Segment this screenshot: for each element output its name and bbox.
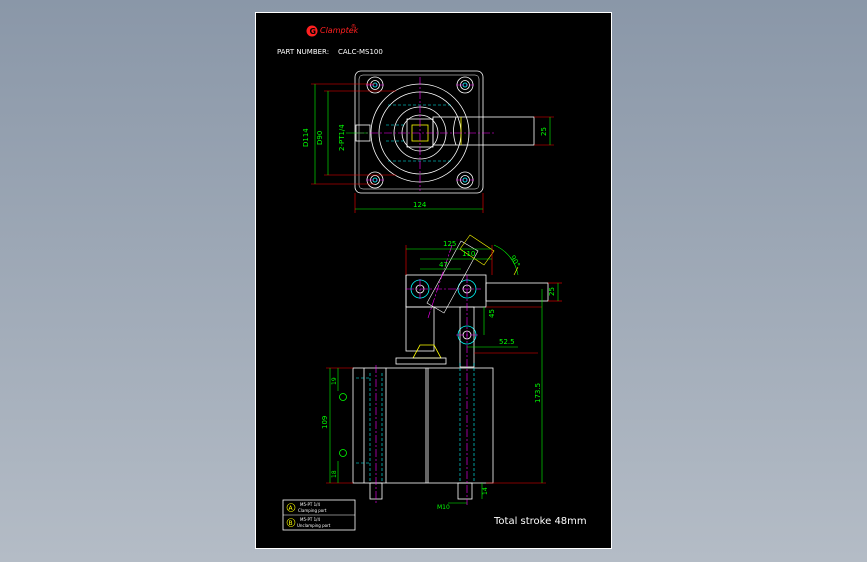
part-number-label: PART NUMBER:	[277, 48, 329, 56]
dim-d90: D90	[316, 131, 324, 145]
svg-text:Clamping port: Clamping port	[298, 508, 327, 513]
svg-text:A: A	[289, 505, 294, 512]
dim-m10: M10	[437, 504, 450, 511]
top-view	[354, 70, 535, 194]
port-legend: A M5-PT 1/4 Clamping port B M5-PT 1/4 Un…	[282, 499, 356, 531]
legend-item-a: A M5-PT 1/4 Clamping port	[286, 502, 327, 513]
drawing-sheet: G Clamptek ® PART NUMBER: CALC-MS100	[255, 12, 612, 549]
dim-angle-90: 90°	[508, 254, 521, 269]
brand-logo: G Clamptek ®	[306, 23, 359, 37]
dim-110: 110	[462, 250, 475, 258]
dim-25: 25	[548, 287, 556, 296]
cad-drawing: G Clamptek ® PART NUMBER: CALC-MS100	[277, 23, 587, 531]
dim-52-5: 52.5	[499, 338, 515, 346]
dim-125: 125	[443, 240, 456, 248]
dim-47: 47	[439, 261, 448, 269]
side-view	[339, 234, 549, 505]
svg-text:G: G	[310, 27, 317, 36]
brand-name: Clamptek	[320, 26, 359, 35]
top-view-dimensions: D114 D90 2-PT1/4 124 25	[302, 83, 554, 213]
dim-173-5: 173.5	[534, 383, 542, 403]
svg-text:®: ®	[351, 23, 356, 30]
dim-109: 109	[321, 416, 329, 429]
dim-45: 45	[488, 309, 496, 318]
legend-item-b: B M5-PT 1/4 Unclamping port	[286, 517, 331, 528]
dim-19: 19	[331, 377, 338, 385]
dim-arm-25: 25	[540, 127, 548, 136]
svg-text:M5-PT 1/4: M5-PT 1/4	[300, 502, 320, 507]
dim-18: 18	[331, 470, 338, 478]
svg-text:M5-PT 1/4: M5-PT 1/4	[300, 517, 320, 522]
dim-14: 14	[482, 487, 489, 495]
side-view-dimensions: 125 110 47 90° 25 45 52.5 173.5 109 19 1…	[321, 240, 562, 511]
dim-d114: D114	[302, 128, 310, 147]
svg-text:B: B	[289, 520, 293, 527]
part-number-value: CALC-MS100	[338, 48, 383, 56]
dim-width-124: 124	[413, 201, 427, 209]
stroke-note: Total stroke 48mm	[493, 516, 587, 527]
dim-port: 2-PT1/4	[338, 124, 346, 151]
svg-text:Unclamping port: Unclamping port	[297, 523, 331, 528]
